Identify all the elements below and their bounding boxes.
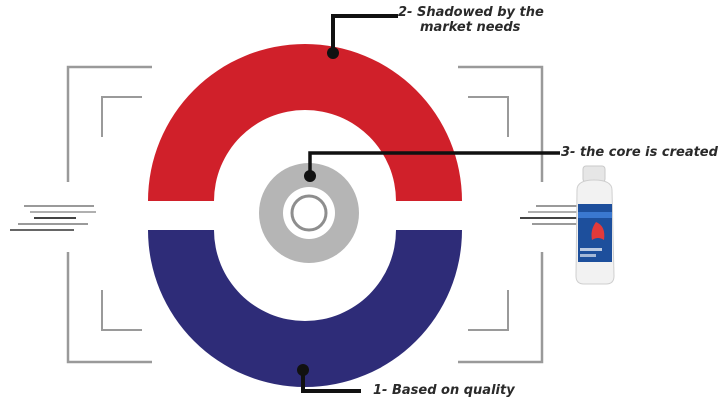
outer-bracket-top-right xyxy=(458,67,542,182)
inner-bracket-top-left xyxy=(102,97,142,137)
leader-market-needs xyxy=(327,16,398,59)
outer-bracket-top-left xyxy=(68,67,152,182)
inner-bracket-bottom-right xyxy=(468,290,508,330)
outer-bracket-bottom-left xyxy=(68,252,152,362)
outer-bracket-bottom-right xyxy=(458,252,542,362)
label-market-needs-line1: 2- Shadowed by the xyxy=(398,5,558,20)
label-core-created: 3- the core is created xyxy=(561,145,718,160)
inner-bracket-bottom-left xyxy=(102,290,142,330)
inner-bracket-top-right xyxy=(468,97,508,137)
left-speed-lines xyxy=(10,206,96,230)
right-speed-lines xyxy=(520,206,580,224)
label-market-needs: 2- Shadowed by the market needs xyxy=(398,5,558,35)
bottle-icon xyxy=(576,166,614,284)
label-quality: 1- Based on quality xyxy=(373,383,515,398)
label-market-needs-line2: market needs xyxy=(398,20,558,35)
